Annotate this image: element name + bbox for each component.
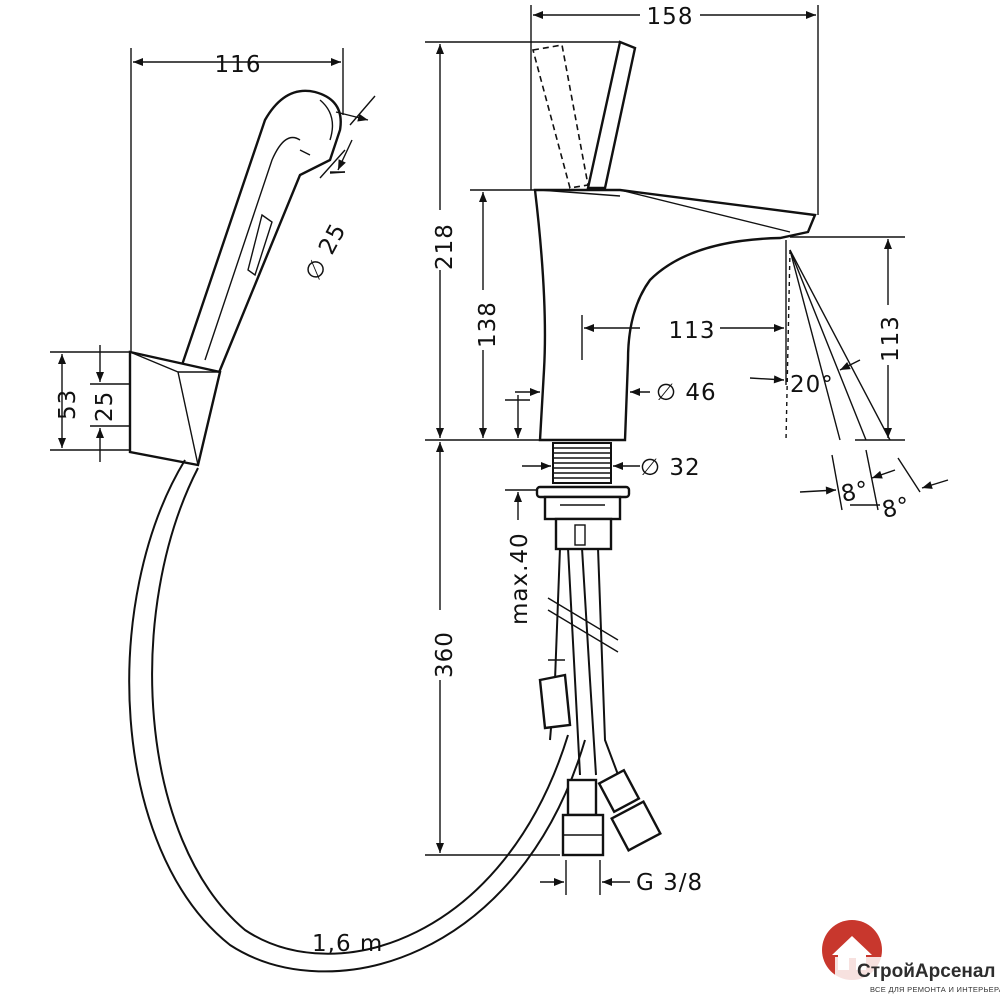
angle-right-label: 8°: [880, 493, 913, 524]
spout-height-label: 138: [475, 301, 501, 348]
angle-left-label: 8°: [839, 477, 872, 508]
logo-tagline: ВСЕ ДЛЯ РЕМОНТА И ИНТЕРЬЕРА: [870, 985, 1000, 994]
hose-length-label: 1,6 m: [312, 931, 383, 957]
connection-label: G 3/8: [636, 870, 703, 896]
hand-shower: [128, 89, 586, 973]
holder-height-label: 53: [55, 389, 81, 420]
holder-inner-label: 25: [92, 391, 118, 422]
mixer-dimensions: 158 218 138 113 113 ∅ 46 20°: [312, 2, 949, 957]
max-thickness-label: max.40: [507, 532, 533, 625]
supply-length-label: 360: [432, 631, 458, 678]
spout-projection-label: 158: [647, 4, 694, 30]
body-diameter-label: ∅ 46: [656, 380, 717, 406]
logo-name: СтройАрсенал: [857, 961, 996, 982]
mixer-body: [532, 40, 817, 857]
handshower-width-label: 116: [215, 52, 262, 78]
outlet-height-label: 113: [878, 315, 904, 362]
spout-reach-label: 113: [669, 318, 716, 344]
spray-pattern: [785, 249, 891, 441]
total-height-label: 218: [432, 223, 458, 270]
handshower-diameter-label: ∅ 25: [300, 219, 351, 285]
spray-angle-label: 20°: [790, 372, 834, 398]
shank-diameter-label: ∅ 32: [640, 455, 701, 481]
store-logo: СтройАрсенал ВСЕ ДЛЯ РЕМОНТА И ИНТЕРЬЕРА: [822, 920, 1000, 994]
